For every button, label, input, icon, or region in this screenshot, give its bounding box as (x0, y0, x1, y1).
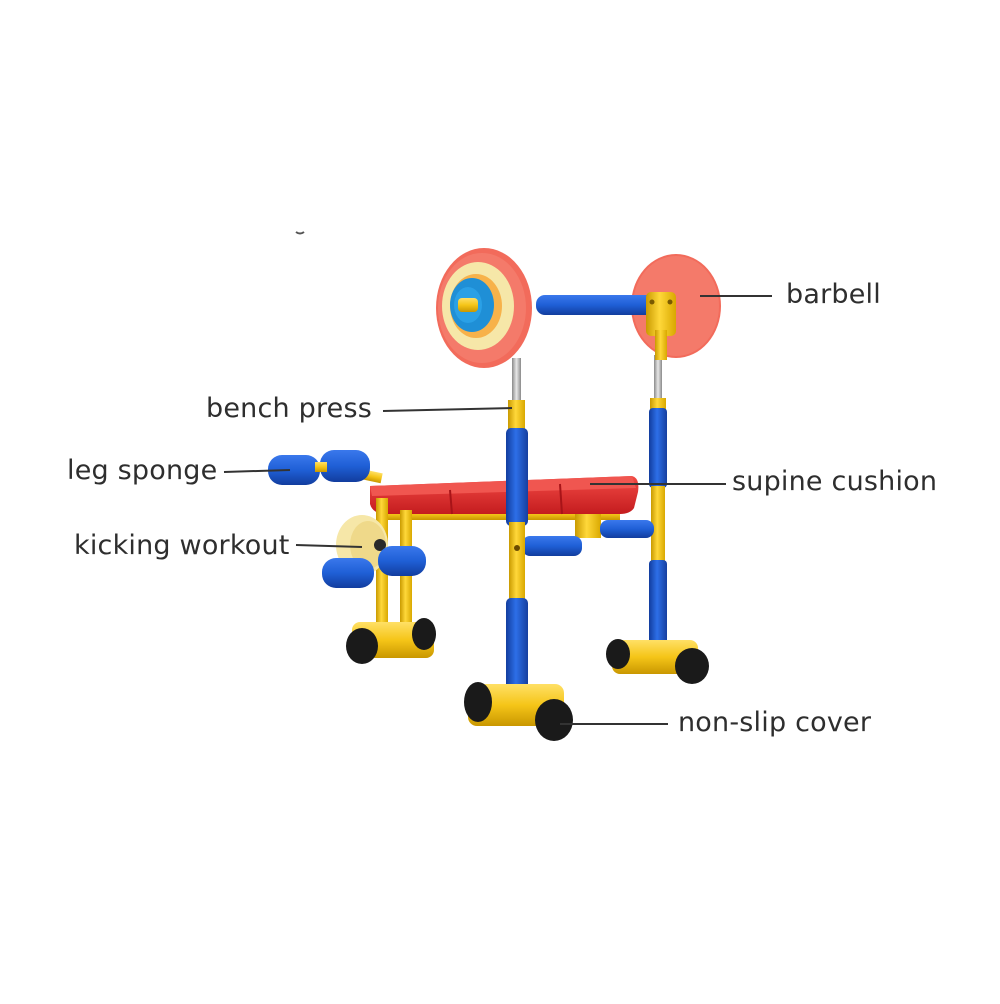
barbell (436, 248, 721, 368)
callout-leg-sponge: leg sponge (67, 455, 218, 486)
callout-kicking-workout: kicking workout (74, 530, 290, 561)
leader-leg-sponge (223, 469, 291, 473)
leader-bench-press (382, 407, 513, 412)
front-upright (506, 358, 528, 698)
front-foot (464, 682, 573, 741)
rear-upright (649, 355, 667, 650)
callout-barbell: barbell (786, 279, 881, 310)
callout-bench-press: bench press (206, 393, 372, 424)
callout-supine-cushion: supine cushion (732, 466, 938, 497)
speck (295, 231, 305, 235)
callout-non-slip-cover: non-slip cover (678, 707, 872, 738)
rear-right-foot (606, 639, 709, 684)
bench (370, 476, 654, 556)
leader-lines (223, 295, 772, 725)
leader-kicking-workout (295, 544, 363, 548)
leg-assembly (268, 450, 436, 664)
